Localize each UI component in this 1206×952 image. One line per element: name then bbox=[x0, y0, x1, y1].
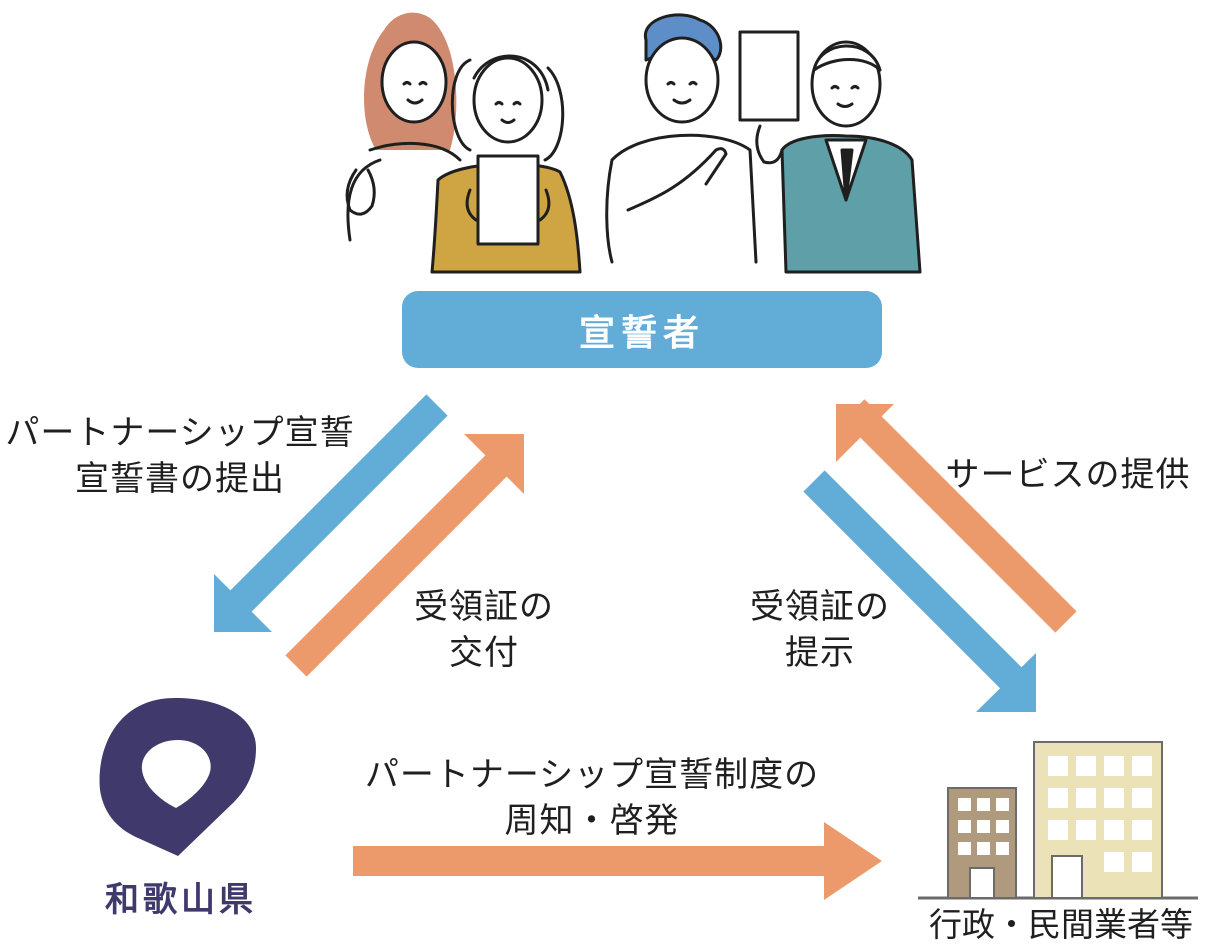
flow-label-line: 周知・啓発 bbox=[504, 801, 680, 841]
arrow-submit-blue bbox=[214, 394, 448, 632]
arrow-issue-orange bbox=[285, 434, 524, 677]
flow-label-line: 宣誓書の提出 bbox=[75, 459, 285, 499]
people-illustration bbox=[345, 12, 922, 274]
declarant-label: 宣誓者 bbox=[578, 312, 705, 354]
wakayama-logo-text: 和歌山県 bbox=[105, 880, 257, 920]
flow-label-line: 受領証の bbox=[414, 587, 554, 627]
flow-label-line: パートナーシップ宣誓 bbox=[5, 413, 355, 453]
government-business-label: 行政・民間業者等 bbox=[929, 905, 1193, 944]
flow-label-service-provide: サービスの提供 bbox=[930, 452, 1206, 498]
flow-label-line: 受領証の bbox=[750, 587, 890, 627]
person-woman-pink-hair bbox=[345, 12, 462, 242]
flow-label-receipt-issue: 受領証の 交付 bbox=[384, 584, 584, 676]
buildings-illustration bbox=[918, 741, 1198, 900]
person-woman-mustard bbox=[430, 54, 582, 274]
flow-label-declare-submit: パートナーシップ宣誓 宣誓書の提出 bbox=[4, 410, 356, 502]
flow-label-line: サービスの提供 bbox=[945, 455, 1191, 495]
arrow-present-blue bbox=[803, 470, 1036, 712]
arrow-service-orange bbox=[836, 399, 1077, 633]
flow-label-line: パートナーシップ宣誓制度の bbox=[364, 755, 820, 795]
flow-label-line: 交付 bbox=[449, 633, 519, 673]
flow-label-awareness: パートナーシップ宣誓制度の 周知・啓発 bbox=[346, 752, 838, 844]
person-man-blue-hair bbox=[605, 13, 758, 264]
person-man-teal-suit bbox=[738, 30, 922, 274]
wakayama-logo-mark bbox=[99, 698, 256, 856]
flow-label-receipt-present: 受領証の 提示 bbox=[720, 584, 920, 676]
arrow-awareness-orange bbox=[353, 822, 882, 900]
declarant-node: 宣誓者 bbox=[402, 291, 882, 368]
flow-label-line: 提示 bbox=[785, 633, 855, 673]
